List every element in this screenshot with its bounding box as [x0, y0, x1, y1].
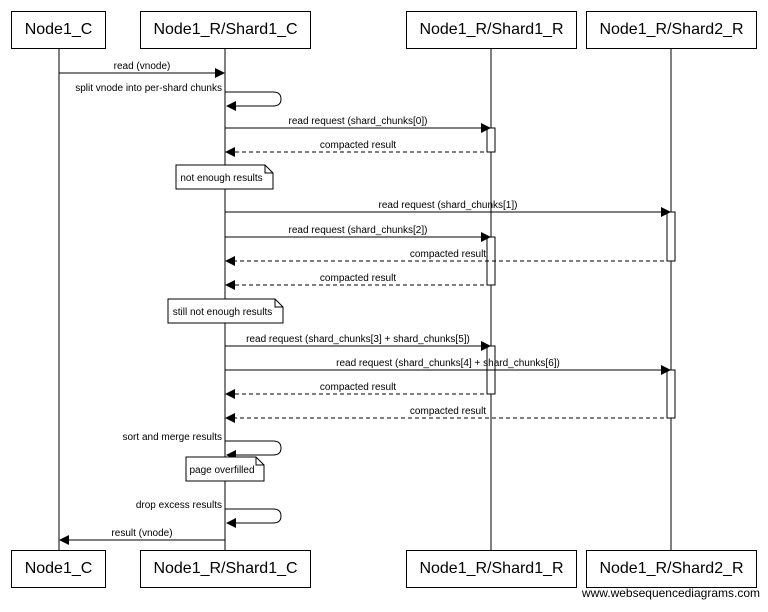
- message-label: compacted result: [320, 140, 396, 151]
- self-message-label: drop excess results: [136, 500, 222, 511]
- note-fold: [274, 299, 283, 308]
- message-label: read request (shard_chunks[3] + shard_ch…: [246, 334, 470, 345]
- self-message-arrow: [225, 508, 282, 528]
- participant-node1-c-bottom: Node1_C: [11, 550, 106, 588]
- participant-node1-r-shard2-r-top: Node1_R/Shard2_R: [586, 11, 757, 49]
- participant-node1-r-shard1-r-top: Node1_R/Shard1_R: [406, 11, 577, 49]
- note-fold: [264, 165, 273, 174]
- participant-node1-c-top: Node1_C: [11, 11, 106, 49]
- activation-bar: [666, 369, 676, 419]
- participant-node1-r-shard1-c-bottom: Node1_R/Shard1_C: [140, 550, 311, 588]
- self-message-arrow: [225, 91, 282, 111]
- note-label: not enough results: [180, 173, 262, 184]
- message-label: compacted result: [320, 382, 396, 393]
- note-label: page overfilled: [189, 465, 254, 476]
- message-label: read request (shard_chunks[1]): [379, 200, 518, 211]
- activation-bar: [666, 211, 676, 262]
- message-label: compacted result: [410, 249, 486, 260]
- participant-node1-r-shard1-c-top: Node1_R/Shard1_C: [140, 11, 311, 49]
- message-label: compacted result: [410, 406, 486, 417]
- note-box: [175, 164, 274, 190]
- participant-node1-r-shard2-r-bottom: Node1_R/Shard2_R: [586, 550, 757, 588]
- self-message-label: split vnode into per-shard chunks: [75, 83, 222, 94]
- message-label: read request (shard_chunks[2]): [289, 225, 428, 236]
- message-label: read (vnode): [114, 61, 171, 72]
- message-label: compacted result: [320, 273, 396, 284]
- note-fold: [255, 457, 264, 466]
- participant-node1-r-shard1-r-bottom: Node1_R/Shard1_R: [406, 550, 577, 588]
- message-label: read request (shard_chunks[0]): [289, 116, 428, 127]
- note-box: [185, 456, 265, 482]
- note-label: still not enough results: [173, 307, 273, 318]
- message-label: read request (shard_chunks[4] + shard_ch…: [336, 358, 560, 369]
- activation-bar: [486, 127, 496, 153]
- note-box: [167, 298, 284, 324]
- self-message-label: sort and merge results: [123, 432, 223, 443]
- credit-text: www.websequencediagrams.com: [581, 586, 760, 600]
- message-label: result (vnode): [111, 528, 172, 539]
- self-message-arrow: [225, 440, 282, 460]
